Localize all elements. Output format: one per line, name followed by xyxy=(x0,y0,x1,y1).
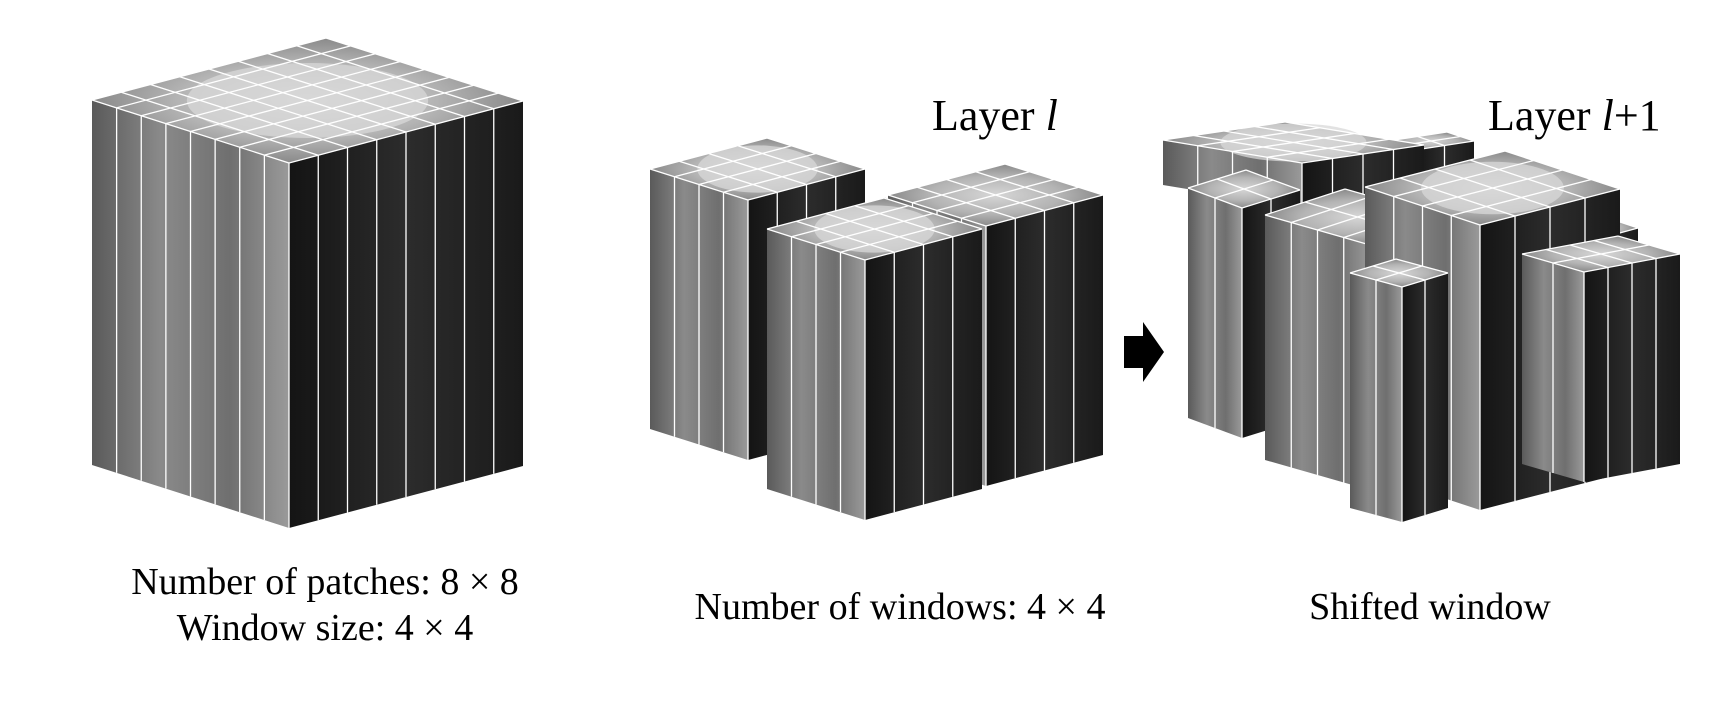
edge-line xyxy=(1004,163,1104,196)
edge-line xyxy=(747,168,866,201)
edge-line xyxy=(1349,258,1397,274)
patch-line xyxy=(737,145,836,178)
patch-line xyxy=(796,220,895,253)
shifted-front-small xyxy=(1349,258,1449,522)
patch-count-caption: Number of patches: 8 × 8 xyxy=(131,561,519,603)
patch-line xyxy=(1223,130,1364,155)
edge-line xyxy=(766,137,866,170)
edge-line xyxy=(1504,150,1621,190)
edge-line xyxy=(1401,272,1449,288)
edge-line xyxy=(1187,187,1243,209)
edge-line xyxy=(883,197,983,230)
shifted-back-center xyxy=(1162,121,1425,208)
right-arrow-icon xyxy=(1124,322,1164,382)
patch-line xyxy=(946,178,1045,212)
patch-line xyxy=(1417,135,1445,147)
patch-line xyxy=(917,186,1016,219)
edge-line xyxy=(649,168,749,201)
edge-line xyxy=(1387,131,1448,142)
edge-line xyxy=(1521,235,1619,255)
edge-line xyxy=(325,37,524,102)
patch-line xyxy=(267,52,465,118)
edge-line xyxy=(985,194,1104,227)
edge-line xyxy=(1264,214,1371,246)
patch-line xyxy=(1569,244,1633,264)
layer-l-plus-1-title: Layer l+1 xyxy=(1488,91,1661,140)
patch-line xyxy=(1593,239,1657,260)
shifted-mid-right xyxy=(1521,235,1681,482)
edge-line xyxy=(288,100,524,164)
edge-line xyxy=(1349,272,1403,288)
edge-line xyxy=(1162,121,1286,141)
patch-line xyxy=(179,76,377,141)
edge-line xyxy=(1364,186,1481,226)
patch-line xyxy=(854,205,953,238)
edge-line xyxy=(1364,150,1506,188)
patch-line xyxy=(1193,134,1333,160)
edge-line xyxy=(1301,144,1425,164)
patch-line xyxy=(1469,159,1586,199)
edge-line xyxy=(1395,258,1449,274)
edge-line xyxy=(1187,169,1247,189)
patch-line xyxy=(208,68,407,133)
edge-line xyxy=(91,37,327,101)
edge-line xyxy=(766,197,885,230)
edge-line xyxy=(1479,188,1621,226)
edge-line xyxy=(1521,253,1585,273)
edge-line xyxy=(1264,188,1346,216)
edge-line xyxy=(1245,169,1301,191)
edge-line xyxy=(1617,235,1681,255)
edge-line xyxy=(864,228,983,261)
patch-line xyxy=(679,160,778,193)
patch-line xyxy=(1545,248,1609,269)
edge-line xyxy=(1414,140,1475,151)
layer-l-title: Layer l xyxy=(932,91,1058,140)
shifted-window-caption: Shifted window xyxy=(1309,586,1551,628)
full-volume xyxy=(91,37,524,528)
layer-l-plus-1-shifted-windows xyxy=(1162,121,1681,522)
patch-line xyxy=(975,171,1074,204)
edge-line xyxy=(1583,253,1681,273)
edge-line xyxy=(766,228,866,261)
edge-line xyxy=(887,194,987,227)
window-front xyxy=(766,197,983,520)
patch-line xyxy=(1254,125,1394,151)
layer-l-windows xyxy=(649,137,1104,520)
edge-line xyxy=(91,99,290,164)
patch-line xyxy=(1434,168,1551,208)
patch-line xyxy=(296,45,494,110)
patch-line xyxy=(238,60,436,125)
window-count-caption: Number of windows: 4 × 4 xyxy=(694,586,1106,628)
edge-line xyxy=(1162,139,1303,164)
patch-line xyxy=(708,152,807,186)
patch-line xyxy=(121,91,319,156)
patch-volume xyxy=(91,37,524,528)
window-size-caption: Window size: 4 × 4 xyxy=(176,607,474,649)
edge-line xyxy=(1446,131,1475,142)
patch-line xyxy=(825,212,924,246)
patch-line xyxy=(150,83,348,149)
patch-line xyxy=(1399,177,1516,217)
edge-line xyxy=(1284,121,1425,146)
edge-line xyxy=(1241,189,1301,209)
patch-line xyxy=(1372,265,1426,281)
edge-line xyxy=(649,137,768,170)
patch-line xyxy=(1216,178,1272,200)
edge-line xyxy=(887,163,1006,196)
